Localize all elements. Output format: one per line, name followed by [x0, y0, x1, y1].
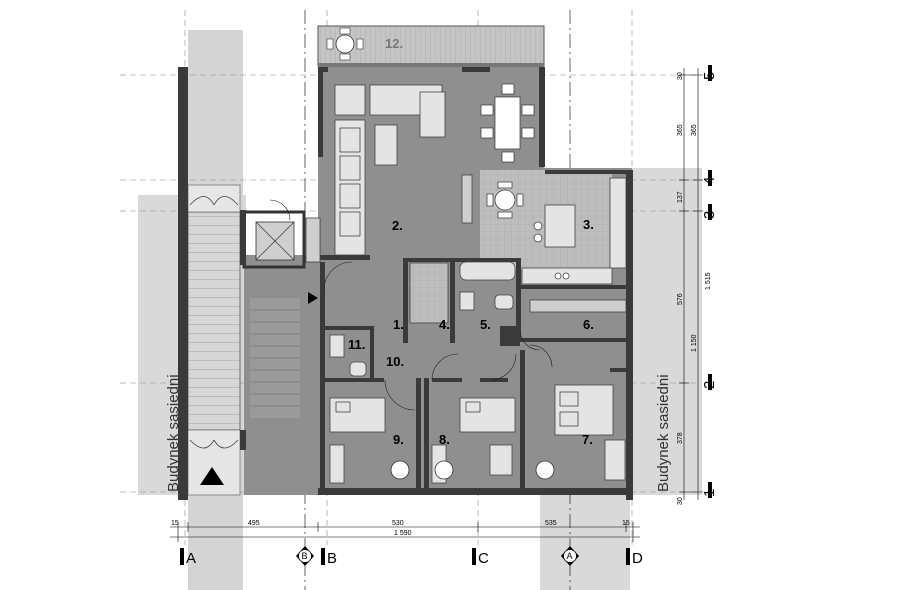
- door-swings: [269, 199, 553, 411]
- bedroom-furniture: [329, 384, 626, 484]
- axis-label-a: A: [186, 550, 196, 567]
- axis-label-5: 5: [701, 72, 718, 80]
- living-furniture: [334, 84, 473, 256]
- room-label-11: 11.: [348, 337, 365, 352]
- room-labels: 2. 3. 1. 4. 5. 6. 11. 10. 9. 8. 7. 12.: [348, 36, 594, 447]
- right-dimensions: [679, 68, 703, 500]
- dim-bottom-3: 530: [392, 520, 404, 527]
- walls: [178, 67, 633, 500]
- vertical-axis-markers: A B C D: [180, 548, 643, 567]
- room-label-4: 4.: [439, 317, 450, 332]
- kitchen-island: [521, 177, 627, 285]
- axis-label-b: B: [327, 550, 337, 567]
- dim-bottom-1: 15: [171, 520, 179, 527]
- dim-right-4: 576: [677, 293, 684, 305]
- room-label-3: 3.: [583, 217, 594, 232]
- dim-right-2: 365: [677, 124, 684, 136]
- section-marker-a-label: A: [567, 551, 573, 561]
- dim-middle-2: 1 150: [691, 334, 698, 352]
- dim-bottom-5: 15: [622, 520, 630, 527]
- section-marker-b-icon: B: [296, 546, 314, 566]
- room-label-5: 5.: [480, 317, 491, 332]
- dim-outer-1: 1 515: [705, 272, 712, 290]
- neighbor-label-left: Budynek sasiedni: [165, 374, 182, 492]
- room-label-1: 1.: [393, 317, 404, 332]
- entrance-arrow-icon: [200, 467, 224, 485]
- axis-label-1: 1: [701, 489, 718, 497]
- neighbor-zone-right: [630, 168, 702, 495]
- dim-bottom-4: 535: [545, 520, 557, 527]
- dim-bottom-2: 495: [248, 520, 260, 527]
- lift-shaft: [242, 210, 321, 269]
- room-label-2: 2.: [392, 218, 403, 233]
- dim-right-3: 137: [677, 191, 684, 203]
- section-marker-a-icon: A: [561, 546, 579, 566]
- axis-label-4: 4: [701, 177, 718, 185]
- dining-table: [480, 83, 535, 163]
- shaft-zone-bottom: [540, 495, 630, 590]
- balcony-table: [326, 27, 364, 61]
- dim-right-6: 30: [677, 497, 684, 505]
- axis-label-3: 3: [701, 211, 718, 219]
- axis-label-2: 2: [701, 381, 718, 389]
- room-label-9: 9.: [393, 432, 404, 447]
- flow-arrow-icon: [308, 292, 318, 304]
- dim-middle-1: 365: [691, 124, 698, 136]
- bottom-dimension-labels: 15 495 530 535 15 1 590: [171, 520, 630, 537]
- dim-bottom-total: 1 590: [394, 530, 412, 537]
- entrance-curve: [244, 432, 300, 495]
- markers: [200, 292, 318, 485]
- horizontal-axis-markers: 5 4 3 2 1: [701, 65, 718, 498]
- room-label-6: 6.: [583, 317, 594, 332]
- right-dimension-labels: 30 365 137 576 378 30 365 1 150 1 515: [677, 72, 712, 505]
- section-marker-b-label: B: [302, 551, 308, 561]
- balcony: [317, 25, 545, 67]
- axis-label-c: C: [478, 550, 489, 567]
- section-markers: B A: [296, 546, 579, 566]
- axis-label-d: D: [632, 550, 643, 567]
- dim-right-5: 378: [677, 432, 684, 444]
- kitchen-table: [486, 181, 524, 219]
- staircase: [187, 184, 300, 496]
- bathroom-fixtures: [329, 261, 627, 377]
- room-label-10: 10.: [386, 354, 404, 369]
- room-label-12: 12.: [385, 36, 403, 51]
- room-label-8: 8.: [439, 432, 450, 447]
- chairs: [390, 460, 555, 480]
- room-label-7: 7.: [582, 432, 593, 447]
- neighbor-label-right: Budynek sasiedni: [655, 374, 672, 492]
- dim-right-1: 30: [677, 72, 684, 80]
- bottom-dimensions: [170, 522, 640, 542]
